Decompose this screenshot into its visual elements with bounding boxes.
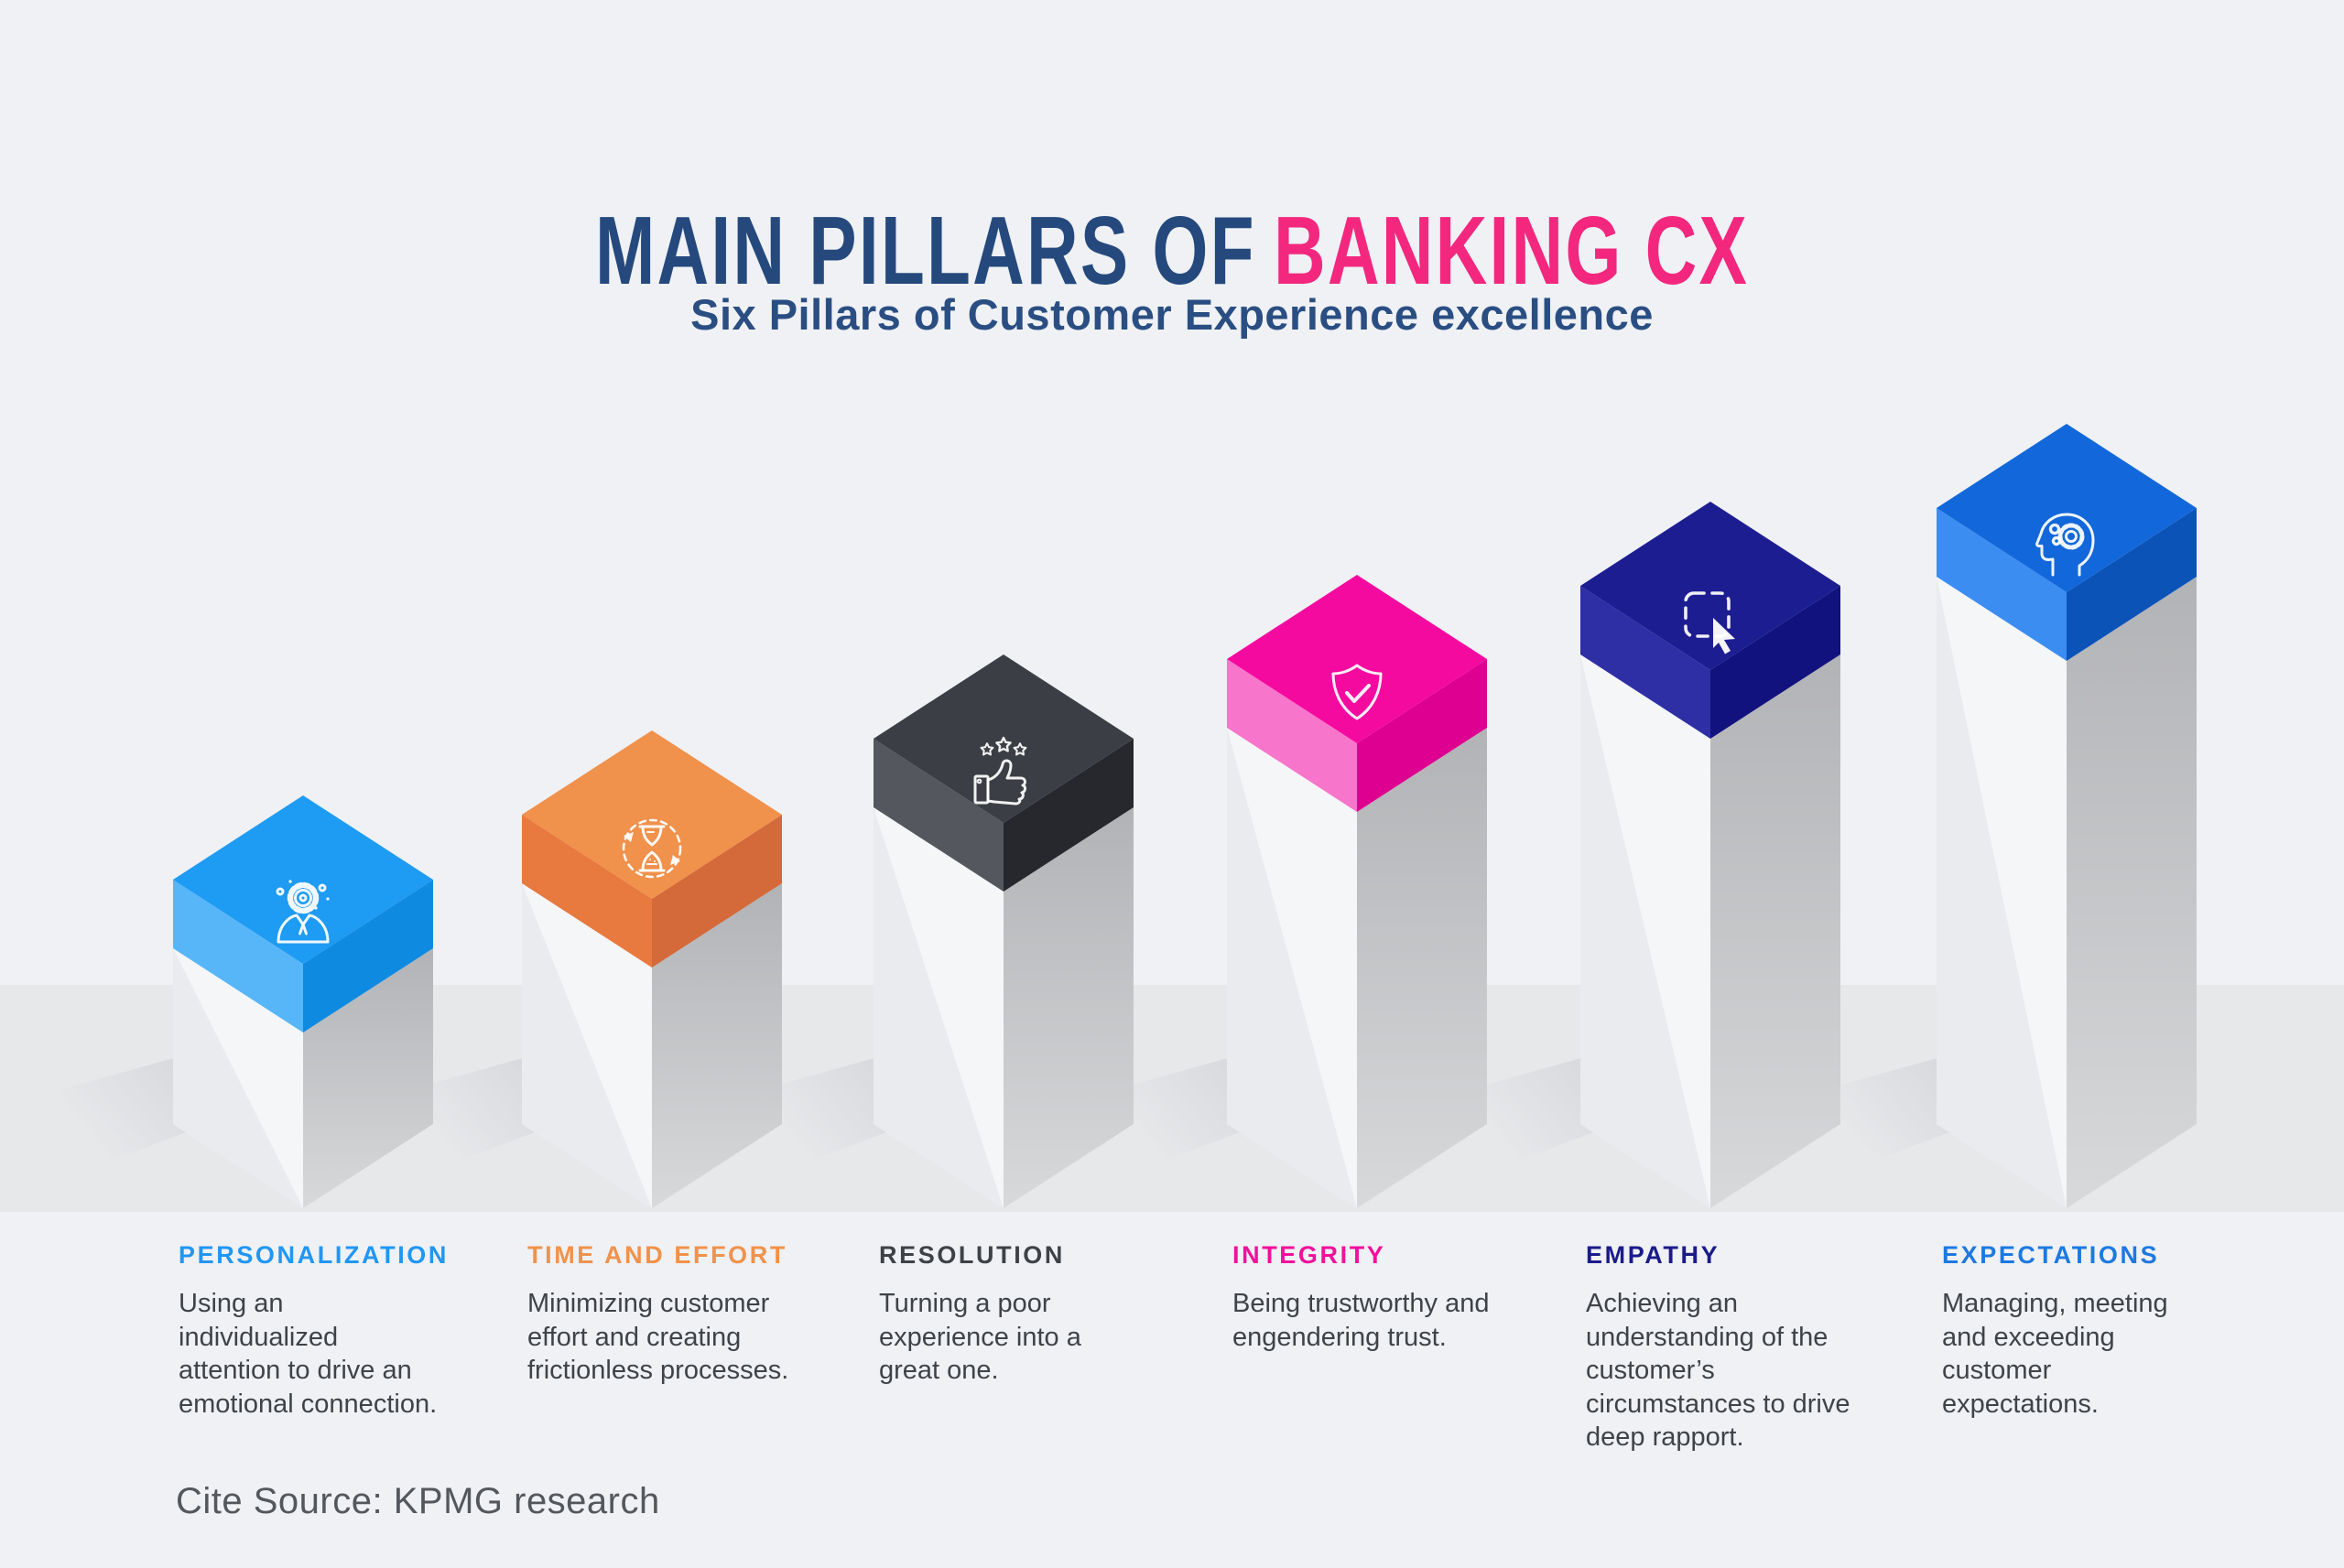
pillar-shape [173, 795, 433, 1208]
pillar-expectations [1937, 424, 2197, 1208]
head-gears-icon [2035, 513, 2095, 577]
cursor-select-icon [1684, 591, 1735, 654]
pillar-shape [1580, 502, 1840, 1208]
pillar-integrity [1227, 575, 1487, 1208]
caption-label: INTEGRITY [1232, 1241, 1386, 1269]
caption-time-and-effort: TIME AND EFFORT Minimizing customer effo… [527, 1241, 793, 1388]
thumbs-up-stars-icon [973, 736, 1027, 806]
title-accent: BANKING CX [1274, 197, 1750, 306]
page-subtitle: Six Pillars of Customer Experience excel… [690, 290, 1654, 339]
caption-label: RESOLUTION [879, 1241, 1066, 1269]
caption-label: EMPATHY [1586, 1241, 1720, 1269]
caption-description: Managing, meeting and exceeding customer… [1942, 1289, 2168, 1419]
pillar-shape [1227, 575, 1487, 1208]
pillar-time-and-effort [522, 730, 782, 1208]
pillar-resolution [874, 654, 1134, 1208]
hourglass-cycle-icon [622, 818, 682, 879]
caption-description: Using an individualized attention to dri… [179, 1289, 438, 1419]
caption-empathy: EMPATHY Achieving an understanding of th… [1586, 1241, 1851, 1454]
source-note: Cite Source: KPMG research [176, 1481, 660, 1521]
title-main: MAIN PILLARS OF [594, 197, 1256, 306]
pillar-shape [1937, 424, 2197, 1208]
pillar-shape [874, 654, 1134, 1208]
caption-description: Minimizing customer effort and creating … [527, 1289, 789, 1386]
caption-integrity: INTEGRITY Being trustworthy and engender… [1232, 1241, 1498, 1354]
caption-description: Achieving an understanding of the custom… [1586, 1289, 1850, 1453]
pillar-personalization [173, 795, 433, 1208]
caption-personalization: PERSONALIZATION Using an individualized … [179, 1241, 449, 1421]
shield-check-icon [1331, 664, 1383, 720]
pillar-shape [522, 730, 782, 1208]
caption-description: Turning a poor experience into a great o… [879, 1289, 1081, 1386]
person-gear-icon [276, 880, 330, 944]
pillar-empathy [1580, 502, 1840, 1208]
caption-expectations: EXPECTATIONS Managing, meeting and excee… [1942, 1241, 2208, 1421]
caption-label: EXPECTATIONS [1942, 1241, 2160, 1269]
caption-label: TIME AND EFFORT [527, 1241, 787, 1269]
caption-description: Being trustworthy and engendering trust. [1232, 1289, 1490, 1352]
caption-label: PERSONALIZATION [179, 1241, 449, 1269]
caption-resolution: RESOLUTION Turning a poor experience int… [879, 1241, 1145, 1388]
